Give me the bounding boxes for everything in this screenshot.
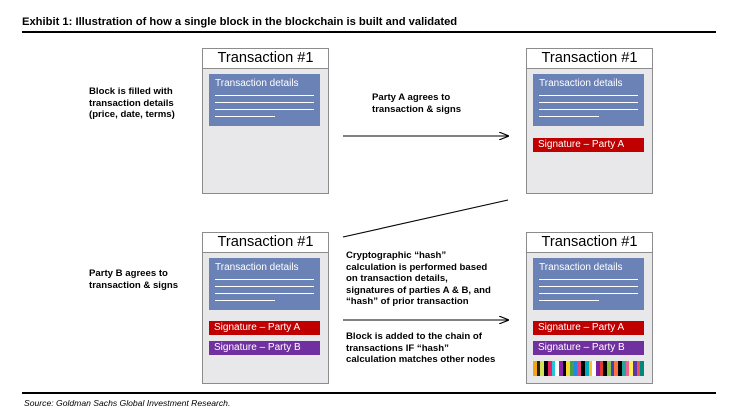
details-line [539,116,599,117]
hash-color-segment [566,361,571,376]
hash-color-segment [618,361,622,376]
label-line: transaction & signs [89,279,179,291]
hash-color-segment [614,361,619,376]
label-line: Cryptographic “hash” [346,250,447,261]
details-line [539,293,638,294]
signature-party-a: Signature – Party A [533,321,644,335]
details-line [215,293,314,294]
hash-color-segment [584,361,589,376]
transaction-details-label: Transaction details [539,262,623,273]
hash-color-segment [636,361,641,376]
hash-color-segment [592,361,596,376]
card-title: Transaction #1 [203,49,328,69]
hash-color-segment [562,361,567,376]
signature-party-a: Signature – Party A [533,138,644,152]
transaction-details-label: Transaction details [215,262,299,273]
hash-color-segment [533,361,537,376]
transaction-details-box: Transaction details [533,74,644,126]
label-line: Party B agrees to [89,268,168,279]
source-note: Source: Goldman Sachs Global Investment … [24,398,231,408]
card-title: Transaction #1 [527,49,652,69]
label-line: signatures of parties A & B, and [346,284,491,296]
transaction-details-box: Transaction details [209,74,320,126]
hash-color-segment [625,361,630,376]
hash-color-segment [607,361,611,376]
hash-color-segment [540,361,545,376]
card-step-2: Transaction #1 Transaction details Signa… [526,48,653,194]
details-line [215,95,314,96]
hash-color-strip [533,361,645,376]
label-hash-calculation: Cryptographic “hash” calculation is perf… [346,250,491,308]
hash-color-segment [544,361,548,376]
hash-color-segment [640,361,645,376]
hash-color-segment [577,361,582,376]
hash-color-segment [595,361,600,376]
signature-party-a: Signature – Party A [209,321,320,335]
label-line: transaction & signs [372,103,462,115]
details-line [215,279,314,280]
details-line [539,102,638,103]
label-block-filled: Block is filled with transaction details… [89,86,175,121]
top-rule [22,31,716,33]
details-line [539,279,638,280]
transaction-details-box: Transaction details [209,258,320,310]
hash-color-segment [603,361,608,376]
hash-color-segment [629,361,633,376]
transaction-details-box: Transaction details [533,258,644,310]
exhibit-frame: Exhibit 1: Illustration of how a single … [22,12,716,408]
hash-color-segment [581,361,585,376]
label-line: Party A agrees to [372,92,451,103]
exhibit-title: Exhibit 1: Illustration of how a single … [22,16,458,28]
details-line [215,109,314,110]
hash-color-segment [551,361,556,376]
details-line [539,95,638,96]
hash-color-segment [632,361,637,376]
hash-color-segment [536,361,541,376]
label-block-added: Block is added to the chain of transacti… [346,331,495,366]
transaction-details-label: Transaction details [539,78,623,89]
label-party-a-signs: Party A agrees to transaction & signs [372,92,461,115]
label-line: (price, date, terms) [89,109,175,120]
bottom-rule [22,392,716,394]
label-line: “hash” of prior transaction [346,296,469,307]
transaction-details-label: Transaction details [215,78,299,89]
hash-color-segment [599,361,604,376]
details-line [215,102,314,103]
card-step-1: Transaction #1 Transaction details [202,48,329,194]
hash-color-segment [555,361,559,376]
details-line [215,286,314,287]
hash-color-segment [547,361,552,376]
label-line: Block is filled with [89,86,173,97]
signature-party-b: Signature – Party B [533,341,644,355]
label-line: Block is added to the chain of [346,331,482,342]
label-line: on transaction details, [346,273,448,284]
label-line: calculation is performed based [346,261,488,273]
card-step-4: Transaction #1 Transaction details Signa… [526,232,653,384]
details-line [215,300,275,301]
connector-step2-to-step3 [342,199,509,238]
hash-color-segment [621,361,626,376]
card-step-3: Transaction #1 Transaction details Signa… [202,232,329,384]
hash-color-segment [588,361,593,376]
label-line: transactions IF “hash” [346,342,449,354]
card-title: Transaction #1 [203,233,328,253]
details-line [539,109,638,110]
hash-color-segment [573,361,578,376]
label-party-b-signs: Party B agrees to transaction & signs [89,268,178,291]
hash-color-segment [570,361,574,376]
details-line [539,300,599,301]
label-line: calculation matches other nodes [346,354,496,365]
details-line [215,116,275,117]
hash-color-segment [558,361,563,376]
hash-color-segment [610,361,615,376]
details-line [539,286,638,287]
card-title: Transaction #1 [527,233,652,253]
signature-party-b: Signature – Party B [209,341,320,355]
label-line: transaction details [89,97,174,109]
